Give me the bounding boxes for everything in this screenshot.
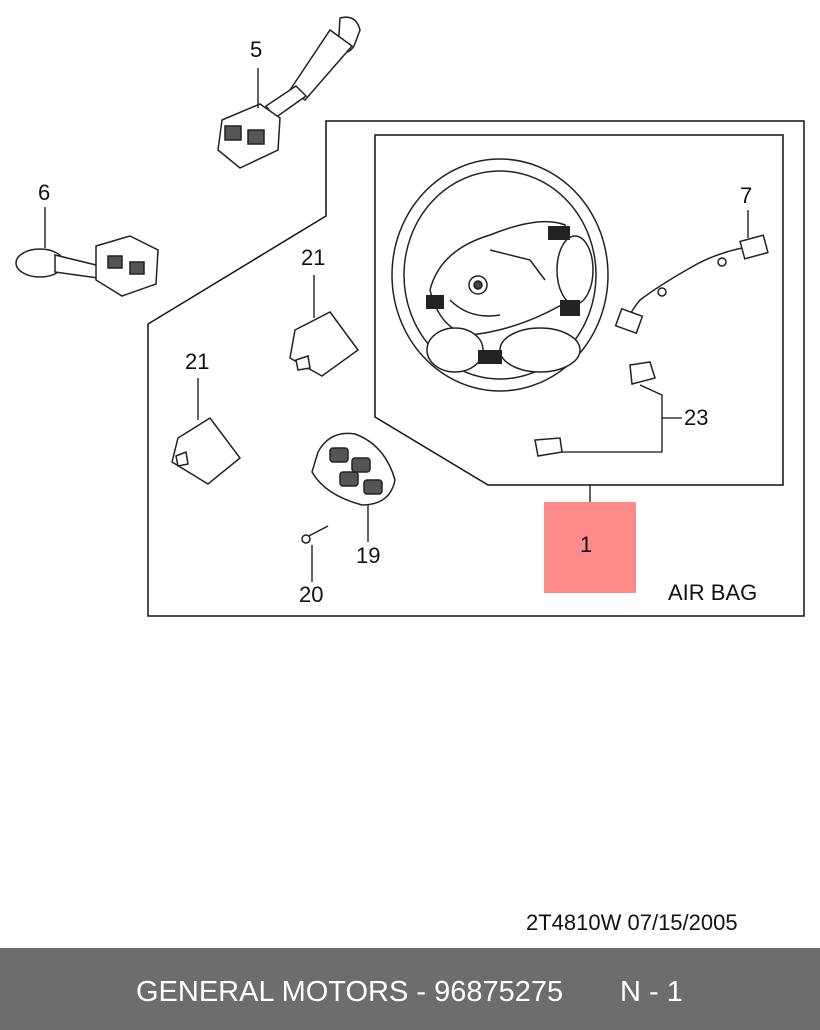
airbag-frame <box>374 134 784 486</box>
outer-frame <box>147 120 805 617</box>
airbag-highlight <box>544 502 636 593</box>
clip-23 <box>534 361 656 457</box>
footer-bar <box>0 948 820 1030</box>
callout-21-lower: 21 <box>185 349 210 374</box>
callout-19: 19 <box>356 543 381 568</box>
airbag-label: AIR BAG <box>668 580 758 605</box>
steering-wheel <box>391 158 609 392</box>
cover-21-upper <box>289 311 360 377</box>
parts-diagram <box>15 16 805 617</box>
leader-23 <box>562 384 682 453</box>
callout-7: 7 <box>740 183 753 208</box>
callout-21-upper: 21 <box>301 245 326 270</box>
combination-switch-6 <box>15 235 159 297</box>
cover-21-lower <box>171 416 242 485</box>
footer-brand-part: GENERAL MOTORS - 96875275 <box>136 976 564 1008</box>
footer-page: N - 1 <box>620 976 683 1008</box>
callout-23: 23 <box>684 405 709 430</box>
callout-20: 20 <box>299 582 324 607</box>
callout-1: 1 <box>580 532 593 557</box>
screw-20 <box>301 525 329 544</box>
callout-5: 5 <box>250 37 263 62</box>
drawing-code: 2T4810W 07/15/2005 <box>526 910 738 935</box>
callout-6: 6 <box>38 180 51 205</box>
combination-switch-5 <box>217 16 361 169</box>
control-switch-19 <box>311 432 396 506</box>
wiring-harness-7 <box>614 234 769 335</box>
